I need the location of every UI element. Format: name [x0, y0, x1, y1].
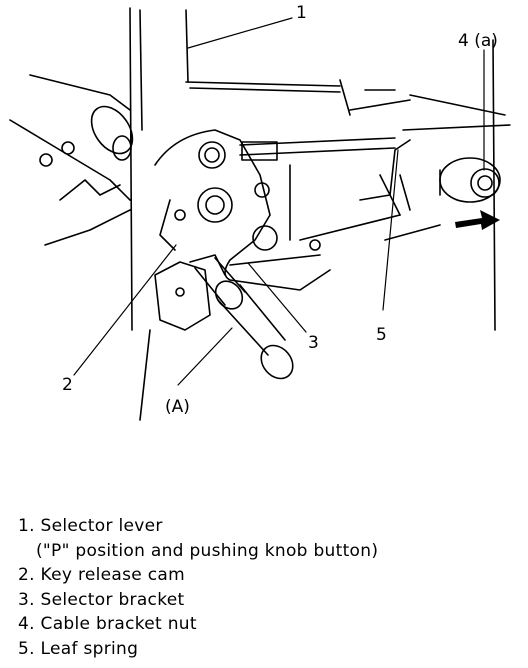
legend-item-leaf-spring: 5. Leaf spring: [18, 638, 139, 659]
selector-lever-knob: [194, 257, 294, 380]
selector-bracket: [154, 129, 401, 291]
callout-5: 5: [376, 325, 387, 345]
legend-item-cable-bracket-nut: 4. Cable bracket nut: [18, 614, 197, 634]
parts-legend: 1. Selector lever ("P" position and push…: [18, 514, 378, 661]
selector-lever-diagram: 1 2 3 4 (a) 5 (A): [9, 3, 511, 421]
left-panel: [9, 74, 134, 246]
shift-cable: [239, 137, 441, 241]
direction-arrow: [455, 210, 500, 230]
callout-2: 2: [62, 375, 73, 395]
legend-item-key-release-cam: 2. Key release cam: [18, 565, 185, 585]
legend-item-selector-bracket: 3. Selector bracket: [18, 589, 185, 610]
callout-a: (A): [165, 397, 190, 417]
key-release-cam: [154, 254, 226, 331]
legend-item-selector-lever: 1. Selector lever: [18, 516, 163, 536]
callout-4: 4 (a): [458, 31, 498, 51]
legend-item-selector-lever-note: ("P" position and pushing knob button): [36, 540, 379, 561]
cable-bracket-nut: [439, 157, 501, 203]
callout-3: 3: [308, 333, 319, 353]
housing-frame: [129, 7, 511, 421]
callout-1: 1: [296, 3, 307, 23]
callout-leaders: [73, 17, 485, 386]
